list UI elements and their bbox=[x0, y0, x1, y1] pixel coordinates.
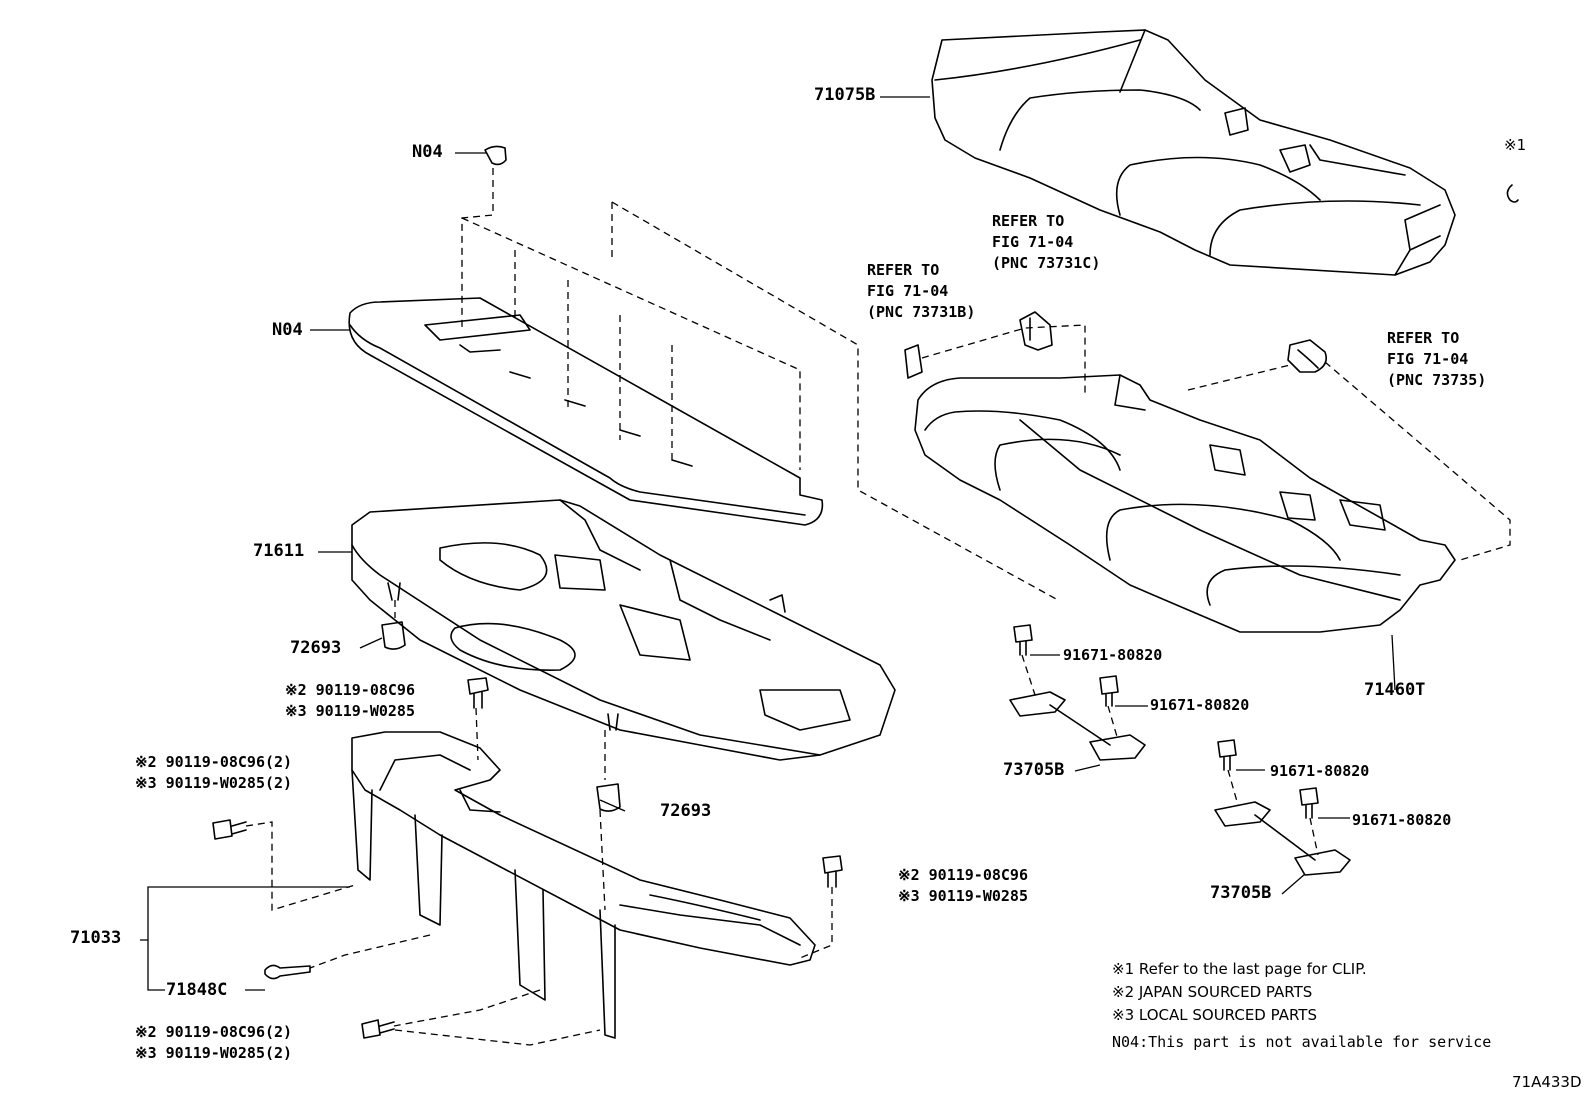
bolt-code: ※3 90119-W0285(2) bbox=[135, 1044, 293, 1062]
part-label-72693-upper: 72693 bbox=[290, 638, 342, 658]
refer-line: (PNC 73735) bbox=[1387, 371, 1487, 389]
refer-line: FIG 71-04 bbox=[992, 233, 1074, 251]
part-label-71075b: 71075B bbox=[814, 85, 876, 105]
note-clip: ※1 Refer to the last page for CLIP. bbox=[1112, 960, 1367, 978]
part-label-71611: 71611 bbox=[253, 541, 305, 561]
bolt-code: ※2 90119-08C96(2) bbox=[135, 753, 293, 771]
seat-cushion-cover-drawing bbox=[931, 29, 1456, 276]
clip-reference-mark: ※1 bbox=[1504, 136, 1527, 154]
bolt-code: ※3 90119-W0285(2) bbox=[135, 774, 293, 792]
part-label-91671-d: 91671-80820 bbox=[1352, 811, 1452, 829]
cushion-pan-drawing bbox=[351, 499, 896, 761]
referenced-part-icons bbox=[904, 311, 1328, 379]
part-label-71460t: 71460T bbox=[1364, 680, 1426, 700]
part-label-91671-a: 91671-80820 bbox=[1063, 646, 1163, 664]
refer-line: REFER TO bbox=[867, 261, 940, 279]
bolt-group-left-lower: ※2 90119-08C96(2) ※3 90119-W0285(2) bbox=[135, 1022, 292, 1064]
clip-72693-upper-icon bbox=[381, 621, 406, 650]
bracket-73705b-drawing bbox=[1009, 624, 1351, 876]
part-label-73705b-upper: 73705B bbox=[1003, 760, 1065, 780]
refer-to-73731b: REFER TO FIG 71-04 (PNC 73731B) bbox=[867, 260, 975, 323]
part-label-n04-pad: N04 bbox=[272, 320, 303, 340]
bolt-71848c-icon bbox=[264, 964, 311, 980]
n04-clip-icon bbox=[484, 145, 507, 166]
leader-lines bbox=[140, 96, 1396, 991]
part-label-71848c: 71848C bbox=[166, 980, 228, 1000]
note-local-sourced: ※3 LOCAL SOURCED PARTS bbox=[1112, 1006, 1317, 1024]
part-label-91671-c: 91671-80820 bbox=[1270, 762, 1370, 780]
part-label-73705b-lower: 73705B bbox=[1210, 883, 1272, 903]
bolt-group-center: ※2 90119-08C96 ※3 90119-W0285 bbox=[285, 680, 415, 722]
bolt-icons bbox=[212, 677, 843, 1039]
part-label-72693-lower: 72693 bbox=[660, 801, 712, 821]
note-japan-sourced: ※2 JAPAN SOURCED PARTS bbox=[1112, 983, 1313, 1001]
refer-line: REFER TO bbox=[1387, 329, 1460, 347]
assembly-dashed-lines bbox=[245, 168, 1511, 1046]
refer-to-73735: REFER TO FIG 71-04 (PNC 73735) bbox=[1387, 328, 1486, 391]
bolt-code: ※3 90119-W0285 bbox=[285, 702, 415, 720]
bolt-code: ※2 90119-08C96 bbox=[285, 681, 415, 699]
seat-frame-drawing bbox=[264, 731, 816, 1039]
note-n04-not-available: N04:This part is not available for servi… bbox=[1112, 1033, 1492, 1051]
bolt-code: ※2 90119-08C96(2) bbox=[135, 1023, 293, 1041]
refer-line: REFER TO bbox=[992, 212, 1065, 230]
figure-code: 71A433D bbox=[1512, 1073, 1582, 1091]
n04-pad-drawing bbox=[348, 145, 824, 526]
refer-line: FIG 71-04 bbox=[1387, 350, 1469, 368]
bolt-code: ※2 90119-08C96 bbox=[898, 866, 1028, 884]
seat-cushion-pad-drawing bbox=[914, 374, 1456, 633]
refer-to-73731c: REFER TO FIG 71-04 (PNC 73731C) bbox=[992, 211, 1100, 274]
clip-72693-lower-icon bbox=[596, 783, 621, 812]
part-label-91671-b: 91671-80820 bbox=[1150, 696, 1250, 714]
refer-line: FIG 71-04 bbox=[867, 282, 949, 300]
bolt-group-right: ※2 90119-08C96 ※3 90119-W0285 bbox=[898, 865, 1028, 907]
part-label-71033: 71033 bbox=[70, 928, 122, 948]
clip-icon bbox=[1506, 184, 1519, 203]
bolt-code: ※3 90119-W0285 bbox=[898, 887, 1028, 905]
refer-line: (PNC 73731B) bbox=[867, 303, 976, 321]
bolt-group-left-upper: ※2 90119-08C96(2) ※3 90119-W0285(2) bbox=[135, 752, 292, 794]
part-label-n04-clip: N04 bbox=[412, 142, 443, 162]
refer-line: (PNC 73731C) bbox=[992, 254, 1101, 272]
